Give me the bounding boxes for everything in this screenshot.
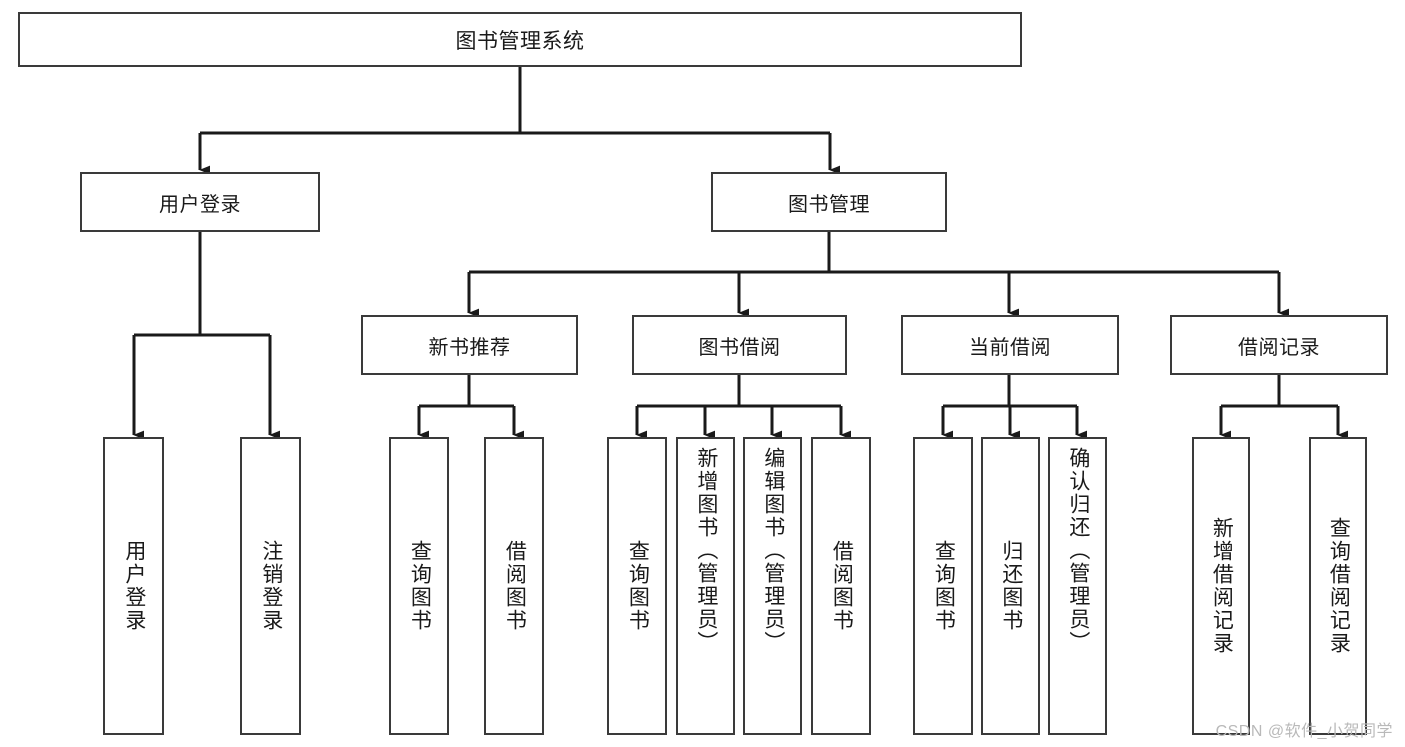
- node-leaf-bb-add-book-label: 新增图书（管理员）: [694, 447, 718, 654]
- node-root-system[interactable]: 图书管理系统: [18, 12, 1022, 67]
- node-user-login-label: 用户登录: [159, 193, 241, 216]
- node-leaf-cb-query-book-label: 查询图书: [932, 540, 956, 632]
- node-leaf-bb-edit-book-label: 编辑图书（管理员）: [761, 447, 785, 654]
- node-current-borrow-label: 当前借阅: [969, 336, 1051, 359]
- node-borrow-record-label: 借阅记录: [1238, 336, 1320, 359]
- node-book-borrow-label: 图书借阅: [698, 336, 781, 359]
- node-leaf-bb-edit-book[interactable]: 编辑图书（管理员）: [743, 437, 802, 735]
- node-leaf-cb-return-book-label: 归还图书: [999, 540, 1023, 632]
- node-leaf-bb-borrow-book-label: 借阅图书: [830, 540, 854, 632]
- node-book-borrow[interactable]: 图书借阅: [632, 315, 847, 375]
- node-leaf-nb-query-book[interactable]: 查询图书: [389, 437, 449, 735]
- node-book-management[interactable]: 图书管理: [711, 172, 947, 232]
- node-leaf-user-login-label: 用户登录: [122, 540, 146, 632]
- watermark-text: CSDN @软件_小贺同学: [1215, 723, 1393, 740]
- node-leaf-br-add-record-label: 新增借阅记录: [1210, 517, 1234, 655]
- node-leaf-br-query-record-label: 查询借阅记录: [1327, 517, 1351, 655]
- node-leaf-br-add-record[interactable]: 新增借阅记录: [1192, 437, 1250, 735]
- node-leaf-nb-query-book-label: 查询图书: [408, 540, 432, 632]
- node-leaf-bb-query-book-label: 查询图书: [626, 540, 650, 632]
- node-leaf-cb-return-book[interactable]: 归还图书: [981, 437, 1040, 735]
- node-leaf-bb-add-book[interactable]: 新增图书（管理员）: [676, 437, 735, 735]
- node-leaf-bb-borrow-book[interactable]: 借阅图书: [811, 437, 871, 735]
- node-new-book-recommend[interactable]: 新书推荐: [361, 315, 578, 375]
- node-book-management-label: 图书管理: [788, 193, 870, 216]
- node-leaf-br-query-record[interactable]: 查询借阅记录: [1309, 437, 1367, 735]
- node-user-login[interactable]: 用户登录: [80, 172, 320, 232]
- node-leaf-cb-confirm-return[interactable]: 确认归还（管理员）: [1048, 437, 1107, 735]
- node-leaf-bb-query-book[interactable]: 查询图书: [607, 437, 667, 735]
- node-borrow-record[interactable]: 借阅记录: [1170, 315, 1388, 375]
- node-leaf-logout[interactable]: 注销登录: [240, 437, 301, 735]
- node-leaf-nb-borrow-book[interactable]: 借阅图书: [484, 437, 544, 735]
- node-current-borrow[interactable]: 当前借阅: [901, 315, 1119, 375]
- node-leaf-cb-confirm-return-label: 确认归还（管理员）: [1066, 447, 1090, 654]
- node-root-label: 图书管理系统: [455, 29, 585, 53]
- node-leaf-cb-query-book[interactable]: 查询图书: [913, 437, 973, 735]
- node-new-book-recommend-label: 新书推荐: [428, 336, 511, 359]
- node-leaf-user-login[interactable]: 用户登录: [103, 437, 164, 735]
- node-leaf-logout-label: 注销登录: [259, 540, 283, 632]
- node-leaf-nb-borrow-book-label: 借阅图书: [503, 540, 527, 632]
